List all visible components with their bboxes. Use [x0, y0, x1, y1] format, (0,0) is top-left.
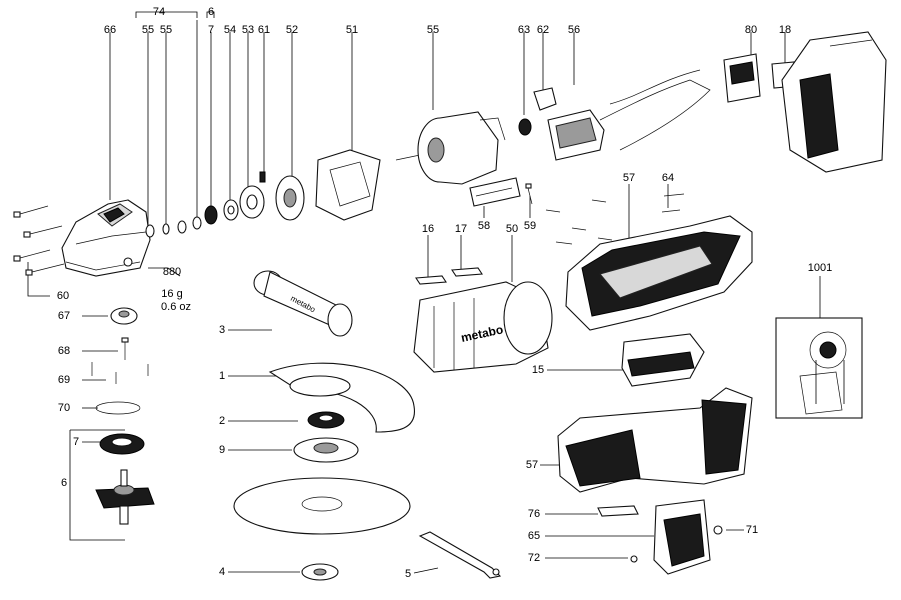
ring-70	[95, 401, 141, 415]
brush-parts-62-63	[518, 87, 557, 136]
label-57-lower: 57	[525, 459, 539, 471]
flange-9	[293, 437, 359, 463]
label-3: 3	[218, 324, 226, 336]
nut-67	[110, 307, 138, 325]
label-64: 64	[661, 172, 675, 184]
label-71: 71	[745, 524, 759, 536]
label-4: 4	[218, 566, 226, 578]
label-76	[597, 505, 639, 517]
label-56: 56	[567, 24, 581, 36]
gear-head-housing	[61, 199, 151, 277]
label-70: 70	[57, 402, 71, 414]
labels-16-17	[415, 267, 483, 285]
label-53: 53	[241, 24, 255, 36]
screw-72	[630, 555, 638, 563]
screws-69	[91, 362, 149, 384]
label-7: 7	[72, 436, 80, 448]
label-67: 67	[57, 310, 71, 322]
label-61: 61	[257, 24, 271, 36]
grinding-disc	[233, 477, 411, 535]
label-72: 72	[527, 552, 541, 564]
label-880: 880	[162, 266, 182, 278]
battery-contacts-80	[723, 53, 761, 103]
air-guide-51	[315, 149, 381, 221]
screw-68	[121, 337, 129, 360]
label-1001: 1001	[807, 262, 833, 274]
nut-4	[301, 563, 339, 581]
electronics-56	[547, 69, 711, 161]
label-60: 60	[56, 290, 70, 302]
label-59: 59	[523, 220, 537, 232]
label-15: 15	[531, 364, 545, 376]
label-52: 52	[285, 24, 299, 36]
label-68: 68	[57, 345, 71, 357]
label-80: 80	[744, 24, 758, 36]
label-65: 65	[527, 530, 541, 542]
label-17: 17	[454, 223, 468, 235]
flange-2	[307, 411, 345, 429]
label-62: 62	[536, 24, 550, 36]
label-54: 54	[223, 24, 237, 36]
label-76: 76	[527, 508, 541, 520]
housing-shell-57-lower	[557, 387, 753, 493]
label-1: 1	[218, 370, 226, 382]
spindle-assembly	[95, 469, 155, 525]
label-6: 6	[60, 477, 68, 489]
label-66: 66	[103, 24, 117, 36]
screw-71	[713, 525, 723, 535]
spanner-5	[418, 531, 502, 579]
motor-55	[395, 111, 506, 185]
bracket-58	[469, 177, 521, 207]
housing-shell-57-upper	[565, 215, 753, 331]
side-handle-3: metabo	[253, 270, 353, 337]
label-5: 5	[404, 568, 412, 580]
label-7-top: 7	[207, 24, 215, 36]
switch-module-15	[621, 333, 705, 387]
label-74: 74	[152, 6, 166, 18]
screw-59	[525, 183, 533, 205]
label-9: 9	[218, 444, 226, 456]
label-51: 51	[345, 24, 359, 36]
wheel-guard-1	[268, 362, 415, 433]
label-55-a: 55	[141, 24, 155, 36]
label-weight-oz: 0.6 oz	[161, 301, 191, 313]
label-57-upper: 57	[622, 172, 636, 184]
label-weight-g: 16 g	[161, 288, 183, 300]
label-58: 58	[477, 220, 491, 232]
label-16: 16	[421, 223, 435, 235]
small-shaft-parts	[145, 171, 305, 238]
screws-60	[13, 205, 65, 276]
gear-7	[99, 433, 145, 455]
label-50: 50	[505, 223, 519, 235]
battery-pack	[781, 31, 887, 173]
label-2: 2	[218, 415, 226, 427]
screws-64	[545, 193, 685, 245]
label-6-top: 6	[207, 6, 215, 18]
motor-housing-50: metabo	[413, 281, 553, 373]
cover-65	[653, 499, 711, 575]
label-55-c: 55	[426, 24, 440, 36]
label-55-b: 55	[159, 24, 173, 36]
label-18: 18	[778, 24, 792, 36]
label-69: 69	[57, 374, 71, 386]
detail-box-1001	[775, 317, 863, 419]
label-63: 63	[517, 24, 531, 36]
